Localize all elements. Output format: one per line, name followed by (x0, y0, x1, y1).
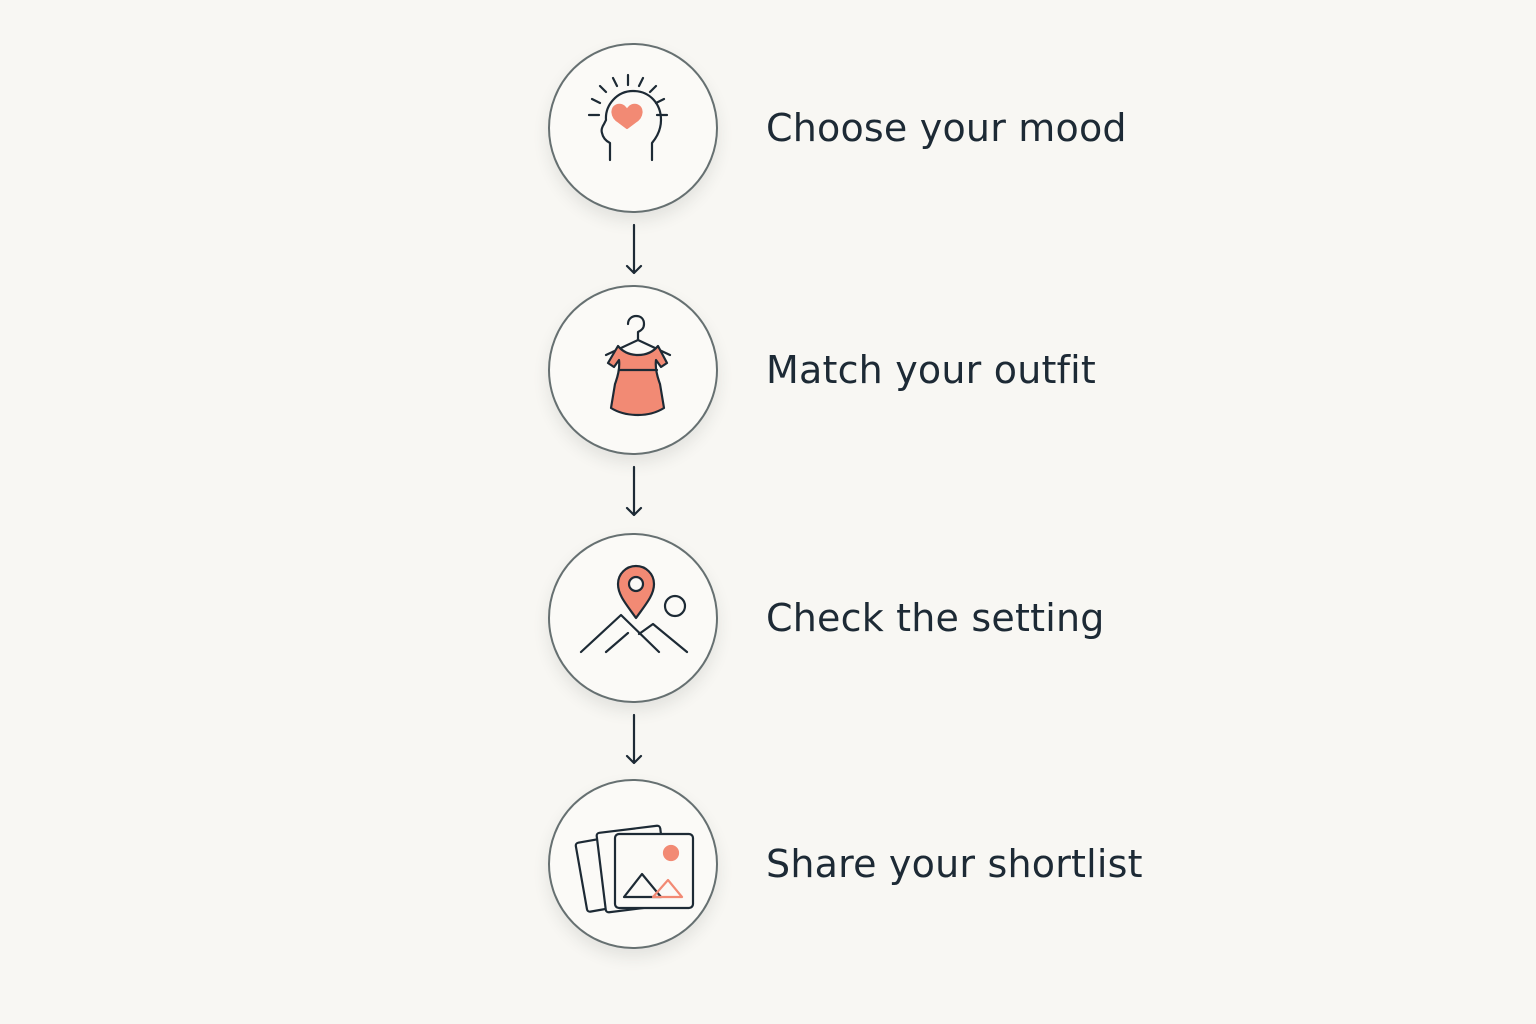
step-label: Share your shortlist (766, 842, 1143, 886)
step-share-shortlist: Share your shortlist (548, 778, 1168, 950)
step-circle (548, 779, 718, 949)
arrow-down-icon (624, 713, 644, 767)
arrow-down-icon (624, 465, 644, 519)
step-match-outfit: Match your outfit (548, 284, 1168, 456)
step-circle (548, 533, 718, 703)
dress-hanger-icon (604, 314, 672, 417)
step-choose-mood: Choose your mood (548, 42, 1168, 214)
step-circle (548, 285, 718, 455)
arrow-down-icon (624, 223, 644, 277)
step-check-setting: Check the setting (548, 532, 1168, 704)
step-circle (548, 43, 718, 213)
head-heart-icon (587, 73, 669, 162)
step-label: Choose your mood (766, 106, 1127, 150)
location-mountain-icon (579, 564, 689, 654)
photo-stack-icon (574, 824, 695, 914)
step-label: Match your outfit (766, 348, 1097, 392)
step-label: Check the setting (766, 596, 1105, 640)
